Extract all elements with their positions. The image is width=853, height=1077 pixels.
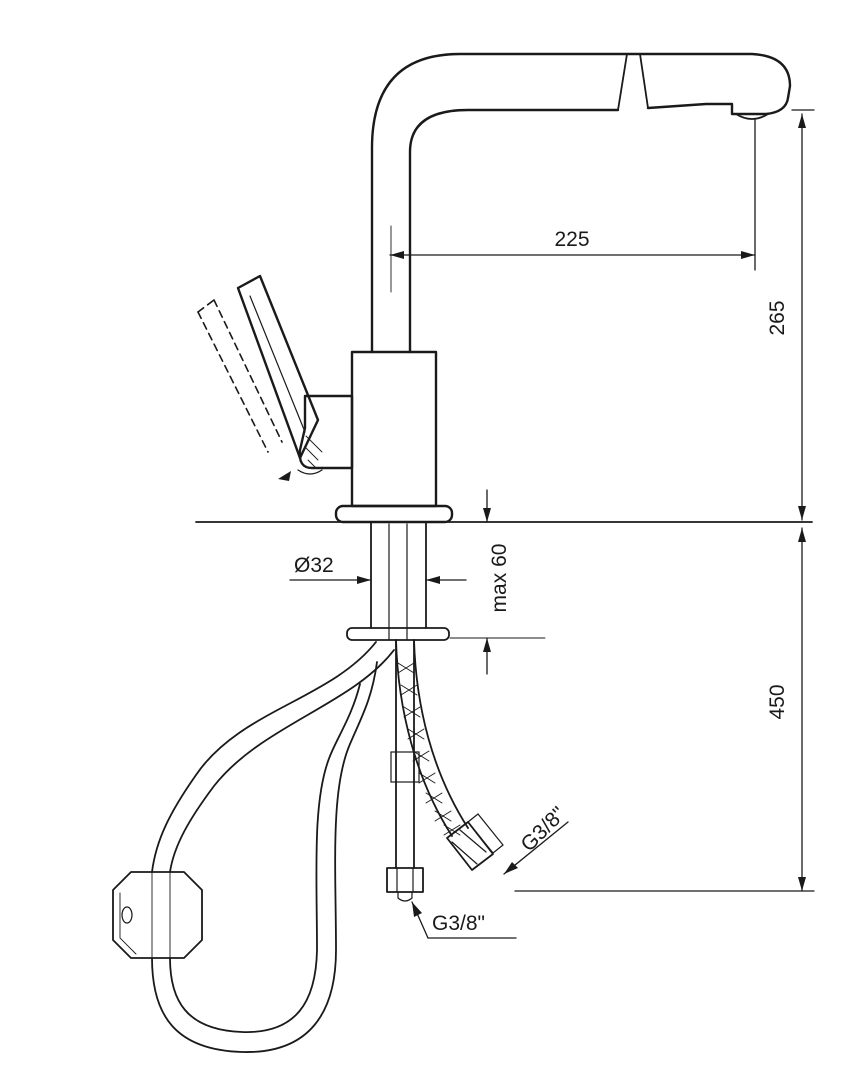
- base-flange: [334, 504, 454, 524]
- faucet-body: [350, 350, 438, 508]
- faucet-outline: [334, 52, 792, 524]
- label-straight-hose-thread: G3/8": [411, 901, 517, 939]
- dimension-spout-reach: 225: [389, 119, 756, 271]
- straight-hose-nut: [386, 867, 424, 902]
- handle-lever: [236, 274, 320, 460]
- aerator-outlet: [735, 113, 769, 120]
- handle-alt-position: [197, 299, 283, 453]
- label-angled-hose-thread: G3/8": [503, 803, 571, 875]
- wand-seam-front: [617, 53, 628, 111]
- dim-label-225: 225: [554, 228, 589, 251]
- dimension-shank-diameter: Ø32: [289, 554, 467, 584]
- supply-hoses: [112, 639, 504, 1053]
- counter-and-mounting: [195, 521, 813, 641]
- handle-joint-arc: [297, 469, 323, 475]
- dim-label-265: 265: [766, 300, 789, 335]
- handle: [197, 274, 354, 481]
- thread-label-angled: G3/8": [517, 803, 571, 857]
- spout-outer-profile: [370, 52, 792, 354]
- dimension-hose-length: 450: [514, 527, 815, 892]
- thread-label-straight: G3/8": [432, 912, 485, 935]
- handle-motion-arrow: [278, 471, 291, 481]
- dimension-outlet-height: 265: [766, 109, 815, 521]
- dim-label-max60: max 60: [488, 544, 511, 613]
- spout-inner-profile: [408, 108, 620, 354]
- weight-hole: [121, 906, 133, 924]
- hose-weight: [112, 871, 203, 959]
- handle-lever-edge: [249, 295, 306, 433]
- braided-hose-nut: [446, 813, 504, 871]
- wand-seam-rear: [639, 53, 649, 109]
- dim-label-450: 450: [766, 684, 789, 719]
- dim-label-diameter: Ø32: [294, 554, 334, 577]
- braid-hatching: [397, 662, 461, 836]
- dimension-counter-thickness: max 60: [483, 489, 511, 675]
- pullout-hose-loop: [151, 641, 395, 1053]
- mounting-plate: [346, 627, 450, 641]
- joint-hatching: [305, 435, 323, 469]
- handle-joint: [298, 394, 354, 470]
- braided-hose: [395, 639, 504, 871]
